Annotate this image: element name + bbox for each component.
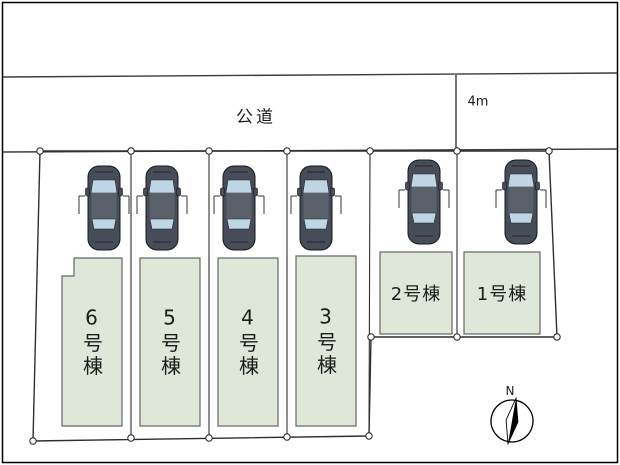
building-4-label: 4号棟	[235, 305, 260, 379]
lot-boundaries	[130, 150, 458, 438]
building-3-label: 3号棟	[313, 304, 338, 378]
building-6-label: 6号棟	[79, 305, 104, 379]
car-icon	[84, 165, 124, 251]
road-upper-edge	[2, 72, 618, 78]
survey-point	[367, 333, 375, 341]
survey-point	[29, 437, 37, 445]
compass-needle-dark-half	[508, 398, 518, 444]
compass	[490, 396, 534, 446]
car-icon	[404, 159, 444, 245]
building-2-label: 2号棟	[390, 284, 442, 305]
survey-point	[545, 147, 553, 155]
lot-boundary-line	[368, 150, 371, 437]
survey-point	[553, 333, 561, 341]
car-icon	[501, 159, 541, 245]
building-1-footprint	[463, 251, 541, 335]
survey-points	[29, 147, 561, 445]
survey-point	[127, 434, 135, 442]
building-footprints	[61, 251, 541, 427]
parking-stall-marks	[78, 189, 547, 214]
car-icon	[142, 165, 182, 251]
car-icon	[296, 165, 336, 251]
building-1-label: 1号棟	[476, 284, 528, 305]
survey-point	[366, 147, 374, 155]
building-5-footprint	[139, 257, 201, 427]
building-5-label: 5号棟	[157, 305, 182, 379]
survey-point	[36, 147, 44, 155]
building-6-footprint	[61, 257, 123, 427]
survey-point	[453, 333, 461, 341]
survey-point	[453, 147, 461, 155]
building-2-footprint	[379, 251, 453, 335]
road-label: 公道	[236, 107, 276, 128]
survey-point	[365, 432, 373, 440]
survey-point	[283, 147, 291, 155]
survey-point	[205, 147, 213, 155]
compass-north-label: N	[505, 384, 515, 398]
survey-point	[127, 147, 135, 155]
building-4-footprint	[217, 257, 279, 427]
car-icon	[219, 165, 259, 251]
survey-point	[283, 433, 291, 441]
building-3-footprint	[295, 255, 357, 427]
road-width-label: 4m	[467, 94, 489, 110]
survey-point	[205, 434, 213, 442]
